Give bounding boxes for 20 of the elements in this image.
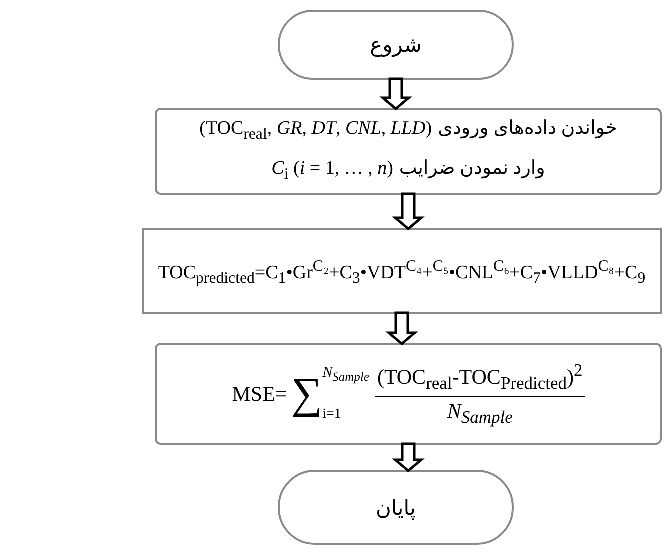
process-box (155, 343, 662, 445)
formula: C$_{i}$ (i = 1, … , n) (272, 156, 394, 184)
formula: TOC$_{predicted}$=C$_{1}$•Gr$^{C₂}$+C$_{3}$•VDT$^{C₄}$+$^{C₅}$•CNL$^{C₆}$+C$_{7}$•VLLD$^{C₈}$+C$_{9}$ (158, 258, 646, 288)
step-text: خواندن داده‌های ورودی (438, 116, 618, 141)
step-label: پایان (376, 496, 416, 520)
upper-limit: N$_{Sample}$ (322, 365, 370, 385)
block-arrow (392, 442, 425, 473)
process-box (142, 228, 662, 314)
process-box (155, 108, 662, 195)
block-arrow (392, 192, 425, 231)
step-text: وارد نمودن ضرایب (399, 156, 546, 181)
formula: (TOC$_{real}$, GR, DT, CNL, LLD) (200, 116, 432, 144)
numerator: (TOC$_{real}$-TOC$_{Predicted}$)$^{2}$ (376, 360, 584, 394)
block-arrow (386, 312, 418, 346)
formula-term: MSE= (232, 382, 288, 406)
step-label: شروع (370, 33, 422, 57)
sum-sign: ∑ (291, 372, 323, 416)
block-arrow (380, 78, 412, 111)
denominator: N$_{Sample}$ (447, 399, 513, 428)
lower-limit: i=1 (322, 407, 342, 423)
